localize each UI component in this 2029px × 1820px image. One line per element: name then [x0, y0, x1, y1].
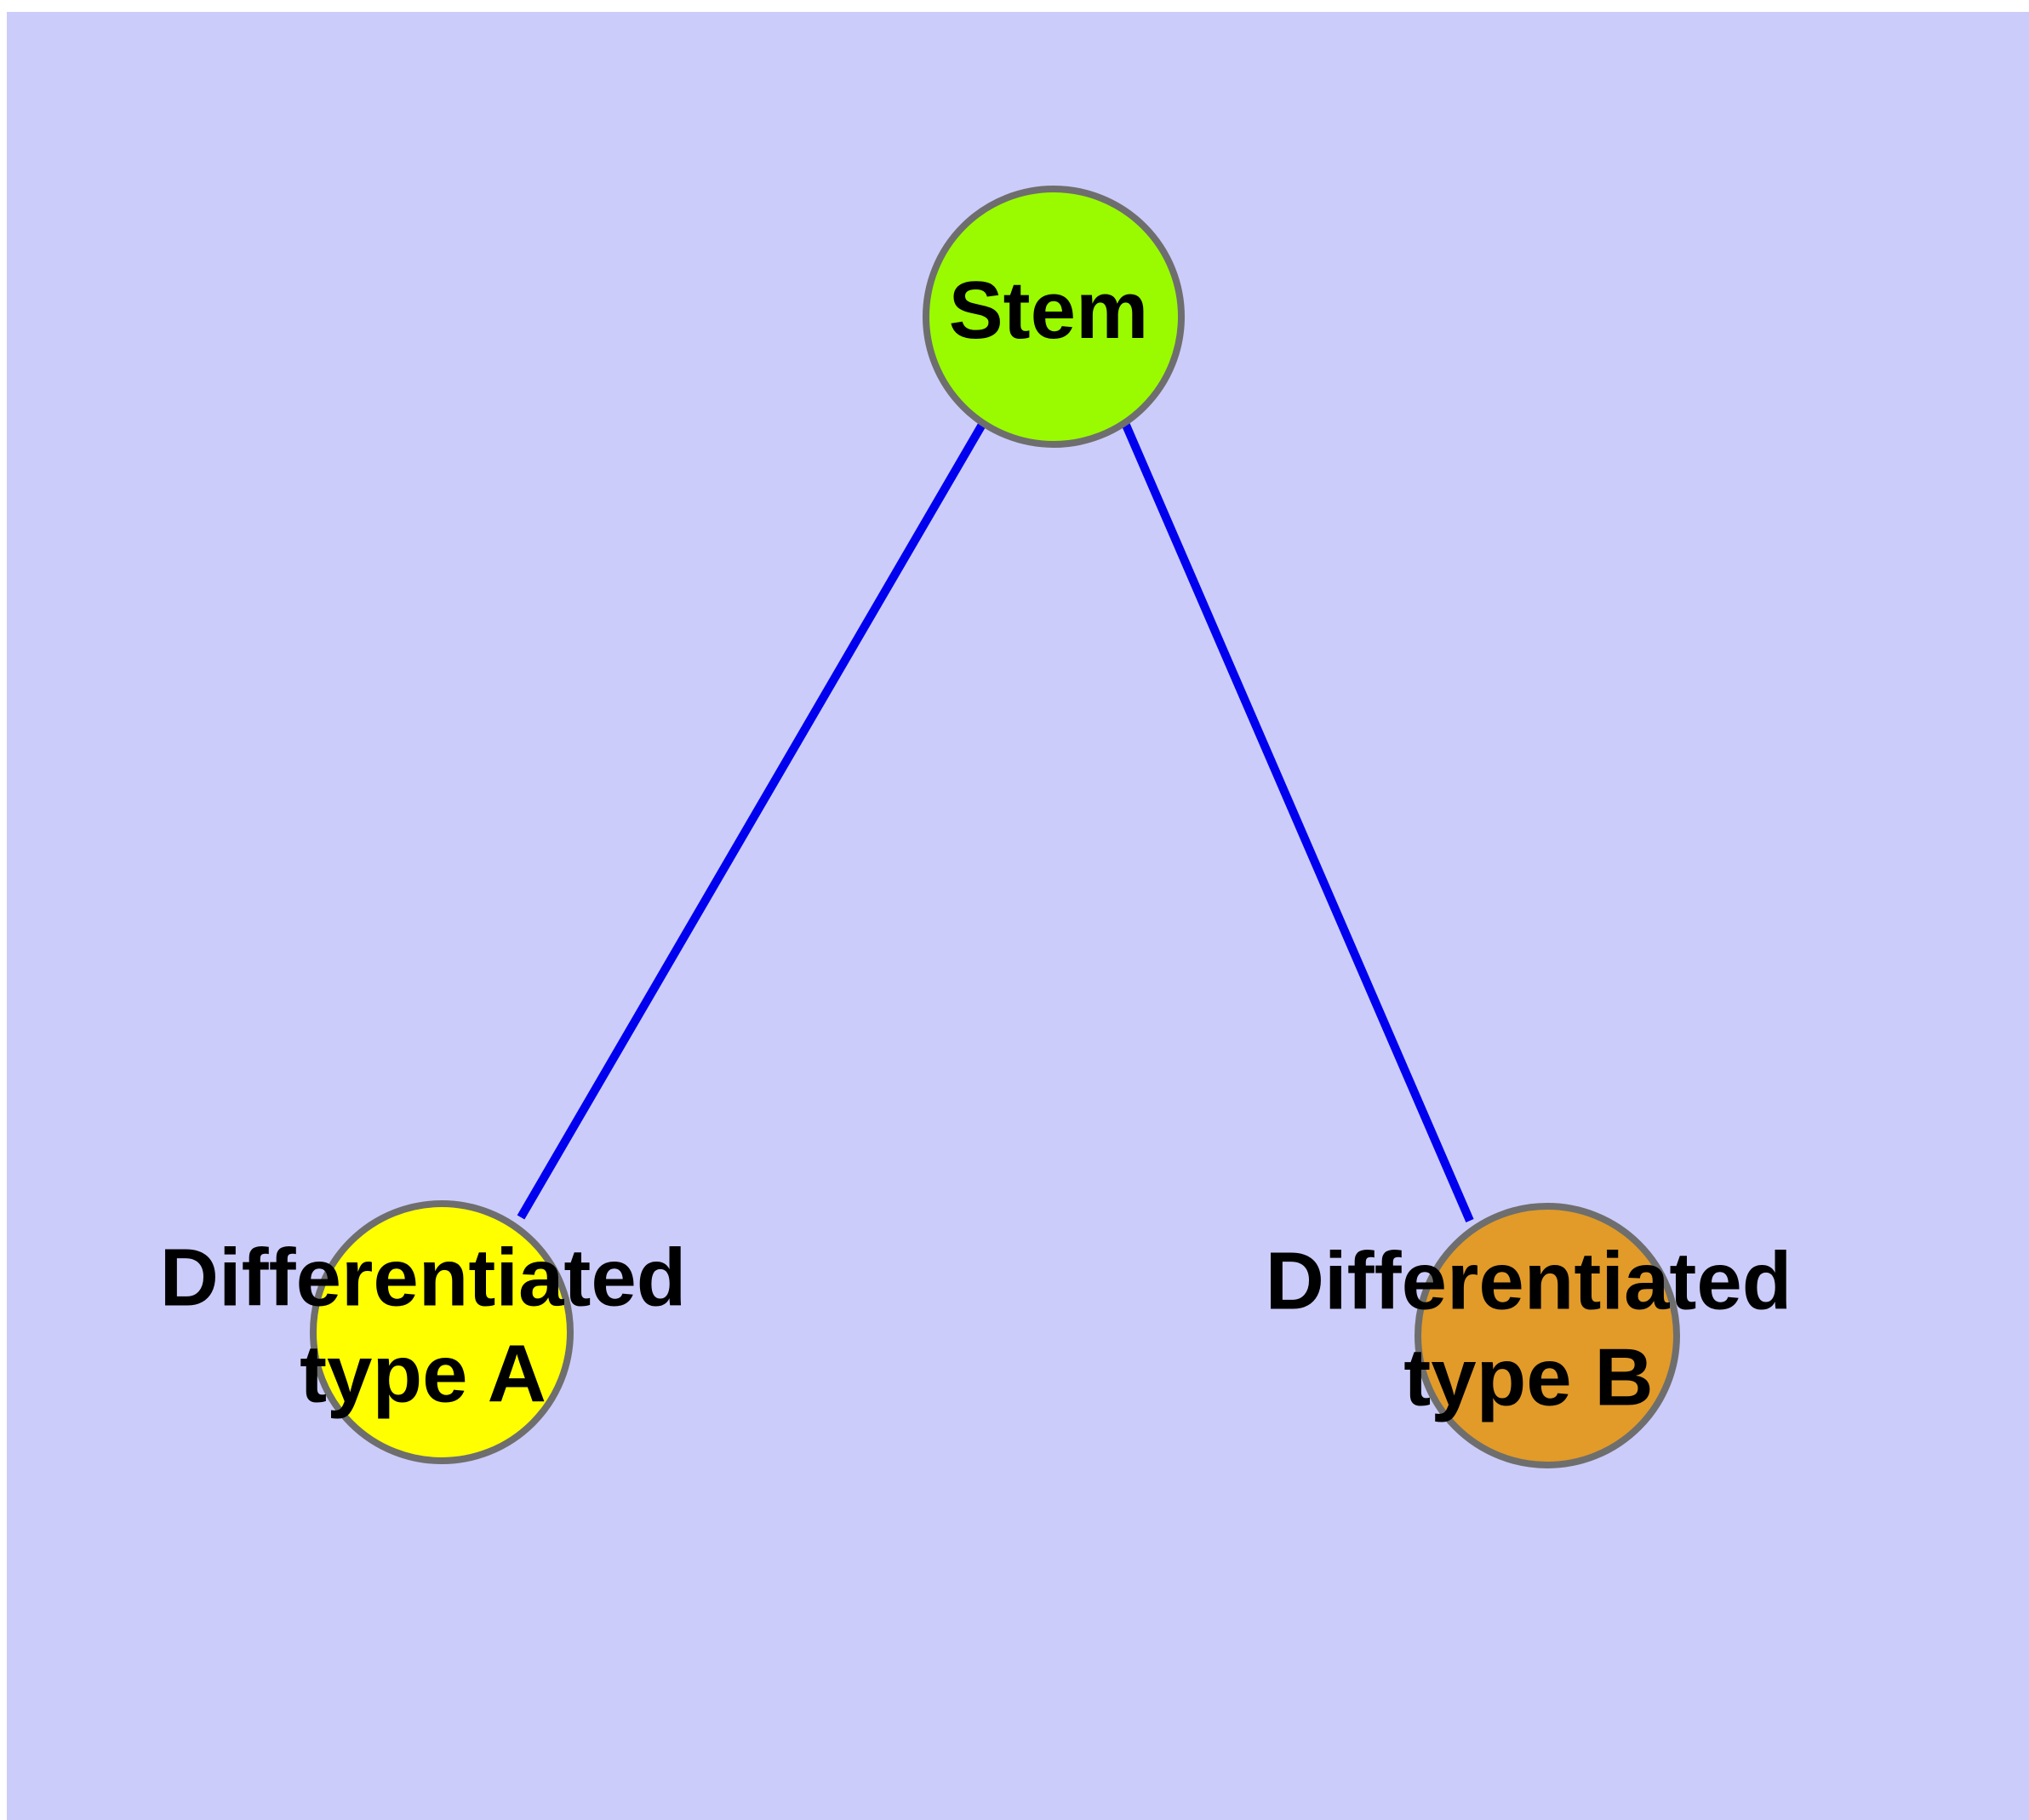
- graph-node-label-stem: Stem: [949, 265, 1149, 356]
- label-line: Differentiated: [1266, 1236, 1792, 1327]
- graph-edge-stem-to-b[interactable]: [1121, 421, 1474, 1222]
- graph-node-diff-type-b[interactable]: [1415, 1203, 1680, 1468]
- graph-edge-stem-to-a[interactable]: [517, 421, 987, 1220]
- graph-node-diff-type-a[interactable]: [310, 1200, 574, 1464]
- graph-node-stem[interactable]: [923, 186, 1185, 448]
- label-line: Stem: [949, 265, 1149, 356]
- label-line: type B: [1403, 1332, 1653, 1423]
- label-line: type A: [300, 1329, 546, 1420]
- label-line: Differentiated: [160, 1233, 687, 1324]
- node-layer: [310, 186, 1680, 1468]
- edge-layer: [517, 421, 1474, 1222]
